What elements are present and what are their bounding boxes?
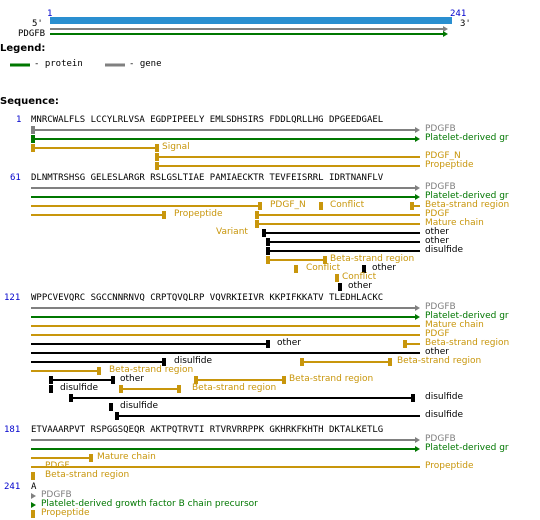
block-241-label-protein[interactable]: Platelet-derived growth factor B chain p… bbox=[41, 499, 258, 509]
overview-three-prime: 3' bbox=[460, 19, 471, 29]
block-61-label-other-3[interactable]: other bbox=[372, 263, 396, 273]
block-61-label-gene[interactable]: PDGFB bbox=[425, 182, 456, 192]
overview-gene-label[interactable]: PDGFB bbox=[18, 29, 46, 39]
block-121-label-pdgf[interactable]: PDGF bbox=[425, 329, 450, 339]
block-1-label-gene[interactable]: PDGFB bbox=[425, 124, 456, 134]
block-241-tracks bbox=[31, 493, 36, 518]
block-121-label-beta-strand-4[interactable]: Beta-strand region bbox=[289, 374, 374, 384]
block-61-label-beta-strand-2[interactable]: Beta-strand region bbox=[330, 254, 415, 264]
block-121-label-beta-strand-5[interactable]: Beta-strand region bbox=[192, 383, 277, 393]
block-1-label-pdgf-n[interactable]: PDGF_N bbox=[425, 151, 461, 161]
block-241-label-propeptide[interactable]: Propeptide bbox=[41, 508, 90, 518]
overview-protein-arrow bbox=[443, 31, 448, 37]
overview-end-number: 241 bbox=[450, 9, 467, 19]
block-61-label-other-1[interactable]: other bbox=[425, 227, 449, 237]
block-181-label-gene[interactable]: PDGFB bbox=[425, 434, 456, 444]
block-61-label-other-2[interactable]: other bbox=[425, 236, 449, 246]
block-61-label-beta-strand[interactable]: Beta-strand region bbox=[425, 200, 510, 210]
block-121-label-other-1[interactable]: other bbox=[277, 338, 301, 348]
block-61-tracks bbox=[31, 185, 420, 291]
block-121-sequence: WPPCVEVQRC SGCCNNRNVQ CRPTQVQLRP VQVRKIE… bbox=[31, 293, 384, 303]
block-121-label-mature-chain[interactable]: Mature chain bbox=[425, 320, 484, 330]
legend-title: Legend: bbox=[0, 43, 46, 54]
block-121-label-disulfide-2[interactable]: disulfide bbox=[60, 383, 99, 393]
block-121-label-beta-strand-1[interactable]: Beta-strand region bbox=[425, 338, 510, 348]
block-1-label-propeptide[interactable]: Propeptide bbox=[425, 160, 474, 170]
block-61-label-variant[interactable]: Variant bbox=[216, 227, 248, 237]
block-181-tracks bbox=[31, 437, 420, 480]
legend-protein-label: - protein bbox=[34, 59, 83, 69]
block-61-label-protein[interactable]: Platelet-derived gr bbox=[425, 191, 509, 201]
block-181-position: 181 bbox=[4, 425, 21, 435]
block-61-label-pdgf[interactable]: PDGF bbox=[425, 209, 450, 219]
block-121-tracks bbox=[31, 305, 420, 420]
block-181-sequence: ETVAAARPVT RSPGGSQEQR AKTPQTRVTI RTVRVRR… bbox=[31, 425, 384, 435]
block-121-label-disulfide-4[interactable]: disulfide bbox=[120, 401, 159, 411]
block-61-label-other-4[interactable]: other bbox=[348, 281, 372, 291]
block-61-label-disulfide[interactable]: disulfide bbox=[425, 245, 464, 255]
overview-start-number: 1 bbox=[47, 9, 53, 19]
block-121-label-disulfide-3[interactable]: disulfide bbox=[425, 392, 464, 402]
block-121-position: 121 bbox=[4, 293, 21, 303]
block-121-label-beta-strand-2[interactable]: Beta-strand region bbox=[397, 356, 482, 366]
legend-gene-label: - gene bbox=[129, 59, 162, 69]
sequence-title: Sequence: bbox=[0, 96, 59, 107]
block-121-label-beta-strand-3[interactable]: Beta-strand region bbox=[109, 365, 194, 375]
block-61-label-pdgf-n[interactable]: PDGF_N bbox=[270, 200, 306, 210]
block-1-label-protein[interactable]: Platelet-derived gr bbox=[425, 133, 509, 143]
overview-bar[interactable] bbox=[50, 17, 452, 24]
block-1-sequence: MNRCWALFLS LCCYLRLVSA EGDPIPEELY EMLSDHS… bbox=[31, 115, 384, 125]
block-181-label-mature-chain[interactable]: Mature chain bbox=[97, 452, 156, 462]
block-181-label-pdgf[interactable]: PDGF bbox=[45, 461, 70, 471]
block-121-label-protein[interactable]: Platelet-derived gr bbox=[425, 311, 509, 321]
block-61-sequence: DLNMTRSHSG GELESLARGR RSLGSLTIAE PAMIAEC… bbox=[31, 173, 384, 183]
block-61-label-propeptide[interactable]: Propeptide bbox=[174, 209, 223, 219]
block-61-label-mature-chain[interactable]: Mature chain bbox=[425, 218, 484, 228]
block-181-label-protein[interactable]: Platelet-derived gr bbox=[425, 443, 509, 453]
block-1-label-signal[interactable]: Signal bbox=[162, 142, 190, 152]
overview-gene-arrow bbox=[443, 26, 448, 32]
block-61-label-conflict[interactable]: Conflict bbox=[330, 200, 365, 210]
block-61-label-conflict-3[interactable]: Conflict bbox=[342, 272, 377, 282]
block-61-label-conflict-2[interactable]: Conflict bbox=[306, 263, 341, 273]
block-1-position: 1 bbox=[16, 115, 22, 125]
block-241-sequence: A bbox=[31, 482, 37, 492]
block-121-label-other-3[interactable]: other bbox=[120, 374, 144, 384]
block-61-position: 61 bbox=[10, 173, 21, 183]
block-121-label-disulfide-1[interactable]: disulfide bbox=[174, 356, 213, 366]
block-121-label-other-2[interactable]: other bbox=[425, 347, 449, 357]
block-241-position: 241 bbox=[4, 482, 21, 492]
block-121-label-gene[interactable]: PDGFB bbox=[425, 302, 456, 312]
block-241-label-gene[interactable]: PDGFB bbox=[41, 490, 72, 500]
block-181-label-propeptide[interactable]: Propeptide bbox=[425, 461, 474, 471]
overview-five-prime: 5' bbox=[32, 19, 43, 29]
block-181-label-beta-strand[interactable]: Beta-strand region bbox=[45, 470, 130, 480]
block-121-label-disulfide-5[interactable]: disulfide bbox=[425, 410, 464, 420]
block-1-tracks bbox=[31, 126, 420, 170]
